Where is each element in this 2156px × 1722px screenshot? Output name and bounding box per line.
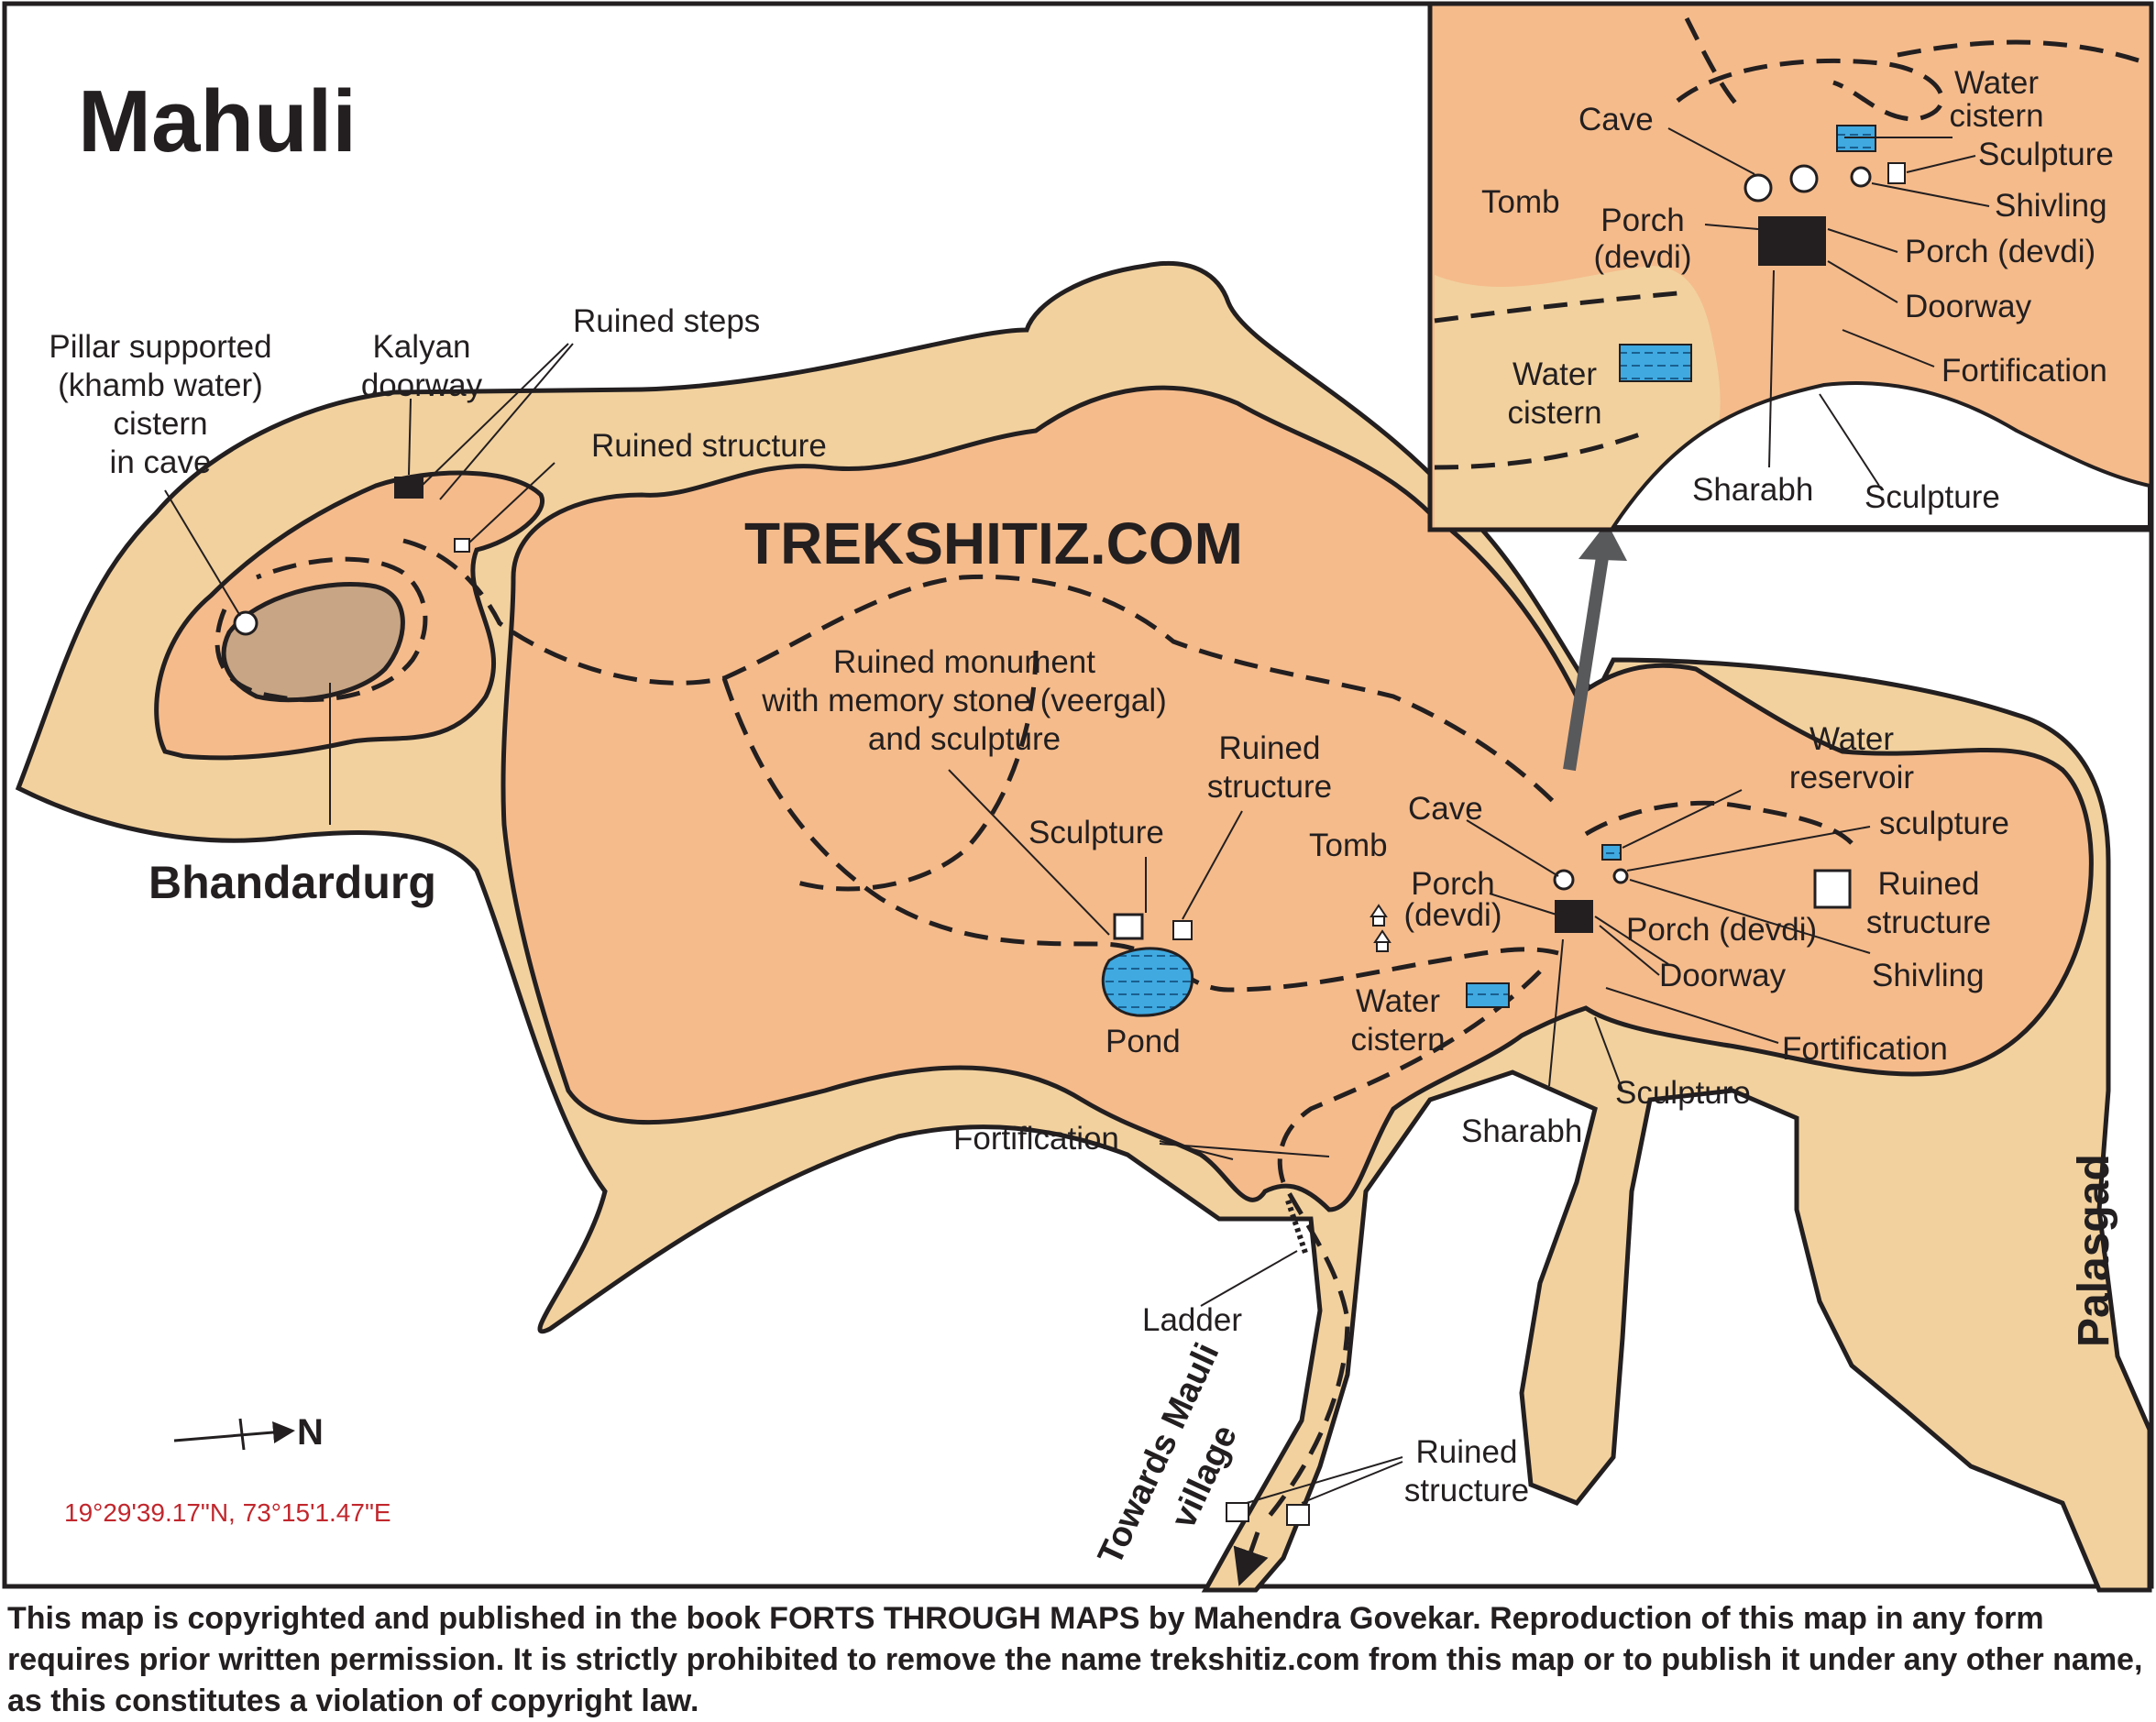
label-monument-2: with memory stone (veergal) xyxy=(761,683,1167,718)
label-sharabh: Sharabh xyxy=(1461,1113,1582,1149)
label-pillar-cistern-4: in cave xyxy=(110,444,212,480)
copyright-footer: This map is copyrighted and published in… xyxy=(7,1601,2143,1718)
label-kalyan-1: Kalyan xyxy=(372,329,470,365)
label-sculpture-south: Sculpture xyxy=(1615,1075,1751,1111)
tomb-icon-1 xyxy=(1370,904,1388,927)
label-pillar-cistern-1: Pillar supported xyxy=(49,329,271,365)
map-title: Mahuli xyxy=(78,72,357,170)
coordinates-text: 19°29'39.17"N, 73°15'1.47"E xyxy=(64,1498,391,1527)
label-pillar-cistern-2: (khamb water) xyxy=(58,367,263,403)
inset-label-water-cistern-top-2: cistern xyxy=(1949,98,2043,134)
kalyan-doorway-icon xyxy=(394,477,424,499)
inset-label-tomb: Tomb xyxy=(1481,184,1560,220)
trail-south-loop xyxy=(721,677,1559,993)
ruined-structure-west-icon xyxy=(454,538,470,553)
inset-label-sharabh: Sharabh xyxy=(1692,472,1813,508)
inset-arrow xyxy=(1563,555,1609,772)
ruined-structure-pond-icon xyxy=(1172,920,1193,940)
ruined-structure-south-icon-1 xyxy=(1226,1502,1249,1522)
label-ruined-structure-east-1: Ruined xyxy=(1878,866,1980,902)
ruined-structure-south-icon-2 xyxy=(1286,1504,1310,1526)
inset-label-fortification: Fortification xyxy=(1942,353,2107,389)
label-porch-left-1: Porch xyxy=(1411,866,1494,902)
water-cistern-main xyxy=(1466,982,1510,1008)
label-monument-1: Ruined monument xyxy=(833,644,1095,680)
shivling-main-icon xyxy=(1612,868,1629,884)
label-ruined-structure-west: Ruined structure xyxy=(591,428,827,464)
trail-descent xyxy=(1263,970,1542,1523)
label-shivling: Shivling xyxy=(1872,958,1985,993)
label-tomb: Tomb xyxy=(1309,828,1388,863)
inset-label-porch-right: Porch (devdi) xyxy=(1905,234,2096,269)
trail-inner-loop xyxy=(1584,800,1854,845)
leader-lines xyxy=(164,343,1871,1504)
label-monument-3: and sculpture xyxy=(868,721,1061,757)
pond-shape xyxy=(1101,947,1194,1017)
trail-west-loop xyxy=(214,556,428,703)
label-water-cistern-1: Water xyxy=(1356,983,1440,1019)
label-ladder: Ladder xyxy=(1142,1302,1242,1338)
label-sculpture-east: sculpture xyxy=(1879,806,2009,841)
label-ruined-structure-pond-2: structure xyxy=(1207,769,1332,805)
tomb-icon-2 xyxy=(1373,929,1392,952)
trail-west-ridge xyxy=(402,538,725,686)
south-arrow xyxy=(1233,1531,1269,1586)
label-ruined-structure-east-2: structure xyxy=(1866,905,1991,940)
inset-label-water-cistern-left-1: Water xyxy=(1512,356,1597,392)
label-porch-left-2: (devdi) xyxy=(1404,897,1502,933)
label-ruined-steps: Ruined steps xyxy=(573,303,760,339)
inset-label-porch-left-2: (devdi) xyxy=(1594,239,1692,275)
place-palasgad: Palasgad xyxy=(2070,1154,2118,1347)
inset-label-doorway: Doorway xyxy=(1905,289,2032,324)
label-ruined-structure-pond-1: Ruined xyxy=(1219,730,1321,766)
ladder-icon xyxy=(1285,1200,1309,1256)
porch-main-icon xyxy=(1555,900,1593,933)
label-water-reservoir-1: Water xyxy=(1810,721,1894,757)
label-sculpture-pond: Sculpture xyxy=(1028,815,1164,850)
label-cave: Cave xyxy=(1408,791,1483,827)
label-kalyan-2: doorway xyxy=(361,367,483,403)
inset-label-shivling: Shivling xyxy=(1995,188,2107,224)
ruined-structure-east-icon xyxy=(1813,869,1852,909)
cave-main-icon xyxy=(1553,869,1575,891)
label-ruined-structure-south-1: Ruined xyxy=(1416,1434,1518,1470)
inset-label-water-cistern-top-1: Water xyxy=(1954,65,2039,101)
fort-map: Mahuli TREKSHITIZ.COM Bhandardurg Palasg… xyxy=(2,1,2154,1593)
trail-north-loop xyxy=(722,574,1560,808)
pillar-cistern-icon xyxy=(233,610,258,636)
north-arrow xyxy=(173,1421,295,1443)
water-reservoir-main xyxy=(1601,844,1622,861)
place-bhandardurg: Bhandardurg xyxy=(148,857,436,908)
label-water-reservoir-2: reservoir xyxy=(1789,760,1914,795)
north-label: N xyxy=(297,1412,324,1453)
inset-arrow-head xyxy=(1578,522,1627,561)
label-pond: Pond xyxy=(1106,1024,1181,1059)
sculpture-pond-icon xyxy=(1113,913,1144,940)
inset-label-water-cistern-left-2: cistern xyxy=(1507,395,1601,431)
label-pillar-cistern-3: cistern xyxy=(113,406,207,442)
inset-label-cave: Cave xyxy=(1578,102,1654,137)
inset-label-sculpture-top: Sculpture xyxy=(1978,137,2114,172)
inset-label-porch-left-1: Porch xyxy=(1600,203,1684,238)
label-fortification-south: Fortification xyxy=(953,1121,1119,1157)
label-doorway: Doorway xyxy=(1659,958,1787,993)
label-porch-right: Porch (devdi) xyxy=(1626,912,1817,948)
inset-map xyxy=(1427,1,2154,532)
watermark: TREKSHITIZ.COM xyxy=(744,510,1243,576)
inset-label-sculpture-bottom: Sculpture xyxy=(1864,479,2000,515)
label-fortification-east: Fortification xyxy=(1782,1031,1948,1067)
label-ruined-structure-south-2: structure xyxy=(1404,1473,1529,1508)
trail-center-left xyxy=(787,650,1039,892)
label-water-cistern-2: cistern xyxy=(1350,1022,1445,1058)
north-arrow-tick xyxy=(238,1418,246,1451)
